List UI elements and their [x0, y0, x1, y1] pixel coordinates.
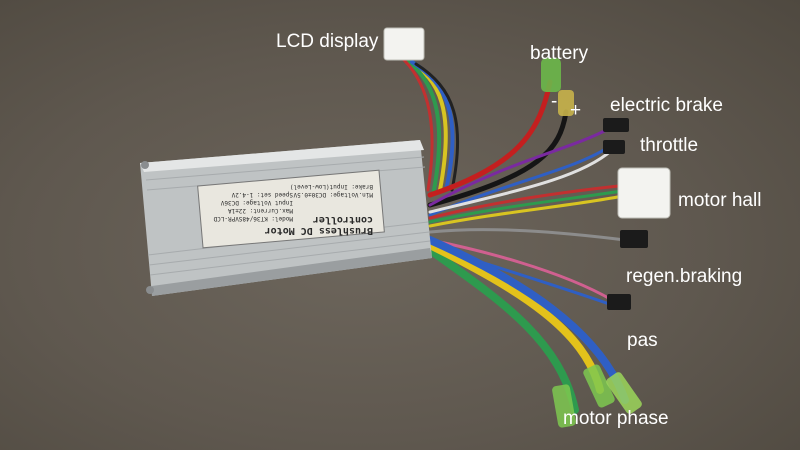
label-regen-braking: regen.braking — [626, 266, 743, 287]
nameplate-model: Model: KT36/48SVPR-LCD — [213, 215, 293, 222]
label-motor-phase: motor phase — [563, 408, 669, 429]
label-pas: pas — [627, 330, 658, 351]
label-plus: + — [570, 100, 582, 121]
nameplate-min-voltage: Min.Voltage: DC30±0.5V — [293, 191, 373, 198]
nameplate-max-current: Max.Current: 22±1A — [227, 207, 293, 214]
label-electric-brake: electric brake — [610, 95, 723, 116]
nameplate-speed-set: Speed set: 1-4.2V — [231, 191, 293, 198]
label-minus: - — [551, 91, 558, 112]
nameplate-input-voltage: Input Voltage: DC36V — [220, 199, 293, 206]
label-lcd-display: LCD display — [276, 31, 379, 52]
controller-housing — [140, 140, 432, 296]
connectors — [383, 27, 671, 428]
nameplate: Brushless DC Motor controller Model: KT3… — [203, 182, 379, 238]
label-battery: battery — [530, 43, 589, 64]
wire-bundle — [398, 54, 630, 414]
label-motor-hall: motor hall — [678, 190, 762, 211]
nameplate-brake: Brake: Input(Low-Level) — [289, 183, 373, 190]
label-throttle: throttle — [640, 135, 699, 156]
